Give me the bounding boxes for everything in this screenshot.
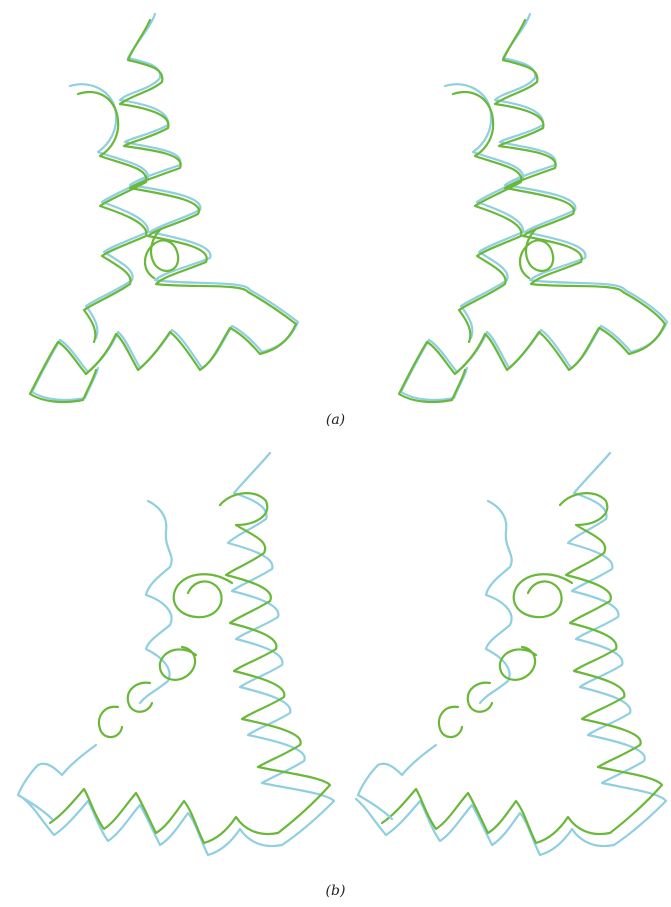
stereo-left-image-a <box>30 14 298 402</box>
cyan-helix-trace <box>140 501 172 703</box>
cyan-helix-trace <box>445 84 523 338</box>
green-backbone-trace <box>50 493 330 843</box>
stereo-view-a <box>0 0 671 400</box>
panel-label-a: (a) <box>0 412 671 428</box>
stereo-left-image-b <box>18 453 334 855</box>
green-loop-trace <box>99 574 232 737</box>
figure-panel-b: (b) <box>0 445 671 907</box>
cyan-backbone-trace <box>24 453 334 855</box>
cyan-helix-trace <box>480 501 512 703</box>
panel-label-b: (b) <box>0 883 671 899</box>
cyan-lower-trace <box>18 745 96 819</box>
cyan-backbone-trace <box>32 14 298 400</box>
cyan-backbone-trace <box>356 453 666 855</box>
green-backbone-trace <box>382 493 662 843</box>
stereo-right-image-b <box>356 453 666 855</box>
stereo-view-b <box>0 445 671 875</box>
cyan-helix-trace <box>70 84 148 338</box>
stereo-right-image-a <box>399 14 667 402</box>
figure-panel-a: (a) <box>0 0 671 445</box>
green-loop-trace <box>439 574 572 737</box>
